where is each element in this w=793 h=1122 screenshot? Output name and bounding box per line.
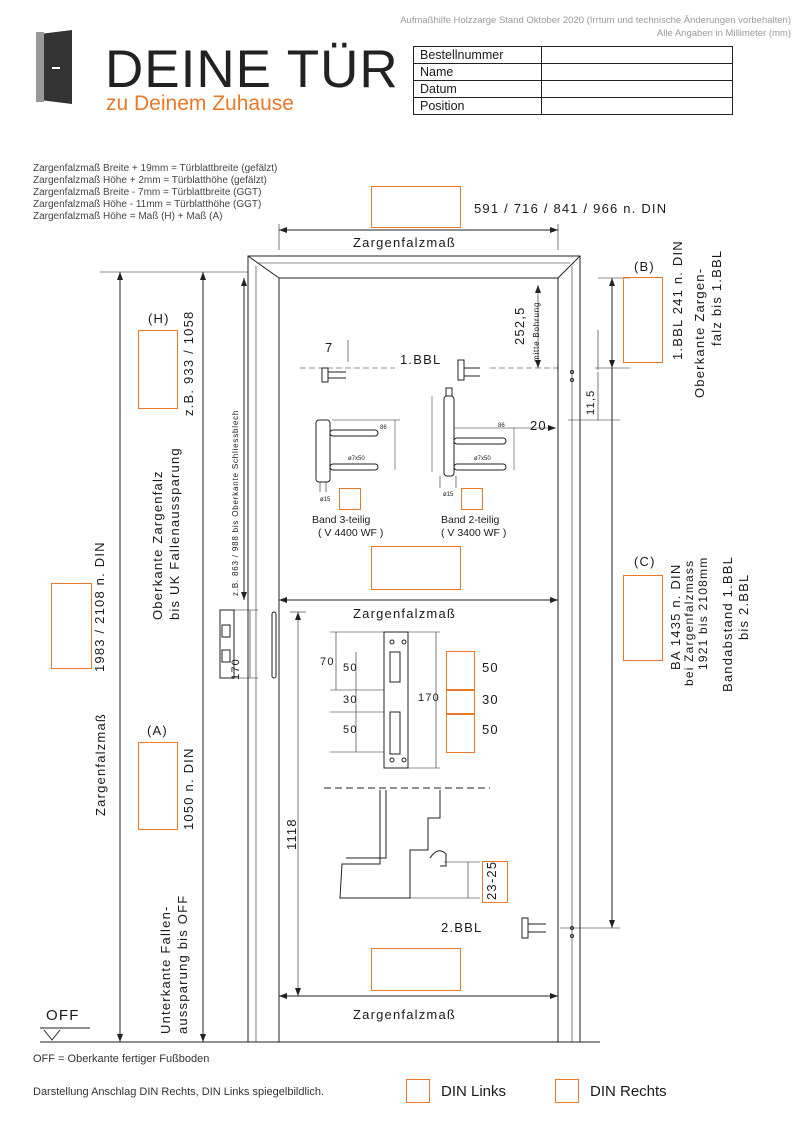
brand-name: DEINE TÜR [105,40,399,99]
oberkante-label-2: bis UK Fallenaussparung [167,447,182,620]
c-text-4: Bandabstand 1.BBL [720,555,735,692]
bottom-input-box[interactable] [371,948,461,991]
din-rechts-checkbox[interactable] [555,1079,579,1103]
c-text-1: BA 1435 n. DIN [668,563,683,670]
order-row: Position [413,97,733,115]
off-label: OFF [46,1007,80,1024]
zargenfalz-mid-label: Zargenfalzmaß [353,606,457,621]
h-input-box[interactable] [138,330,178,409]
band3-input-box[interactable] [339,488,361,510]
unterkante-label-2: aussparung bis OFF [175,894,190,1034]
mitte-bohrung-label: mitte Bohrung [532,301,541,362]
dim-170-left: 170 [230,658,242,680]
off-definition: OFF = Oberkante fertiger Fußboden [33,1053,210,1065]
dim-7: 7 [325,340,334,355]
dim-23-25-label: 23-25 [484,860,499,900]
zargenfalz-bottom-label: Zargenfalzmaß [353,1007,457,1022]
din-links-checkbox[interactable] [406,1079,430,1103]
unterkante-label-1: Unterkante Fallen- [158,905,173,1034]
height-input-box[interactable] [51,583,92,669]
hinge-dim: ø7x50 [348,456,365,462]
order-label: Position [413,97,542,115]
band2-model: ( V 3400 WF ) [441,527,507,539]
header-note: Aufmaßhilfe Holzzarge Stand Oktober 2020… [400,15,791,26]
order-form: Bestellnummer Name Datum Position [413,46,733,115]
lock-right-50b: 50 [482,722,499,737]
b-text-1: 1.BBL 241 n. DIN [670,240,685,360]
band3-model: ( V 4400 WF ) [318,527,384,539]
order-label: Datum [413,80,542,98]
position-field[interactable] [541,97,733,115]
b-input-box[interactable] [623,277,663,363]
a-label: (A) [147,723,168,738]
oberkante-label-1: Oberkante Zargenfalz [150,470,165,620]
lock-right-30: 30 [482,692,499,707]
lock-30-box[interactable] [446,689,475,715]
formula-line: Zargenfalzmaß Breite + 19mm = Türblattbr… [33,163,278,174]
lock-right-50: 50 [482,660,499,675]
hinge-dim: 86 [498,423,505,429]
lock-dim-50: 50 [343,662,358,674]
lock-50-bottom-box[interactable] [446,713,475,753]
band2-input-box[interactable] [461,488,483,510]
lock-dim-70: 70 [320,656,335,668]
order-label: Bestellnummer [413,46,542,64]
width-hint: 591 / 716 / 841 / 966 n. DIN [474,201,668,216]
c-text-5: bis 2.BBL [736,573,751,640]
hinge-dim: ø15 [443,492,454,498]
formula-line: Zargenfalzmaß Höhe = Maß (H) + Maß (A) [33,211,223,222]
din-links-label: DIN Links [441,1083,507,1100]
b-text-3: falz bis 1.BBL [709,249,724,346]
door-icon [36,30,72,104]
zargenfalz-top-label: Zargenfalzmaß [353,235,457,250]
lock-dim-50b: 50 [343,724,358,736]
rebate-input-box[interactable] [482,861,508,903]
c-input-box[interactable] [623,575,663,661]
hinge-dim: ø15 [320,497,331,503]
width-input-box[interactable] [371,186,461,228]
dim-1050-label: 1050 n. DIN [181,747,196,830]
zargenfalz-vertical-label: Zargenfalzmaß [93,712,108,816]
footer-note: Darstellung Anschlag DIN Rechts, DIN Lin… [33,1086,325,1098]
band2-label: Band 2-teilig [441,514,500,526]
zb-863-label: z.B. 863 / 988 bis Oberkante Schliessble… [231,409,240,596]
lock-50-top-box[interactable] [446,651,475,691]
b-label: (B) [634,259,655,274]
hinge-dim: 86 [380,425,387,431]
a-input-box[interactable] [138,742,178,830]
band3-label: Band 3-teilig [312,514,371,526]
brand-tagline: zu Deinem Zuhause [106,92,294,115]
formula-line: Zargenfalzmaß Höhe - 11mm = Türblatthöhe… [33,199,262,210]
c-label: (C) [634,554,656,569]
order-row: Bestellnummer [413,46,733,64]
center-input-box[interactable] [371,546,461,590]
bbl2-label: 2.BBL [441,920,483,935]
dim-1118-label: 1118 [284,818,299,850]
h-label: (H) [148,311,170,326]
dim-20: 20 [530,418,547,433]
dim-11-5-label: 11,5 [585,389,597,415]
formula-line: Zargenfalzmaß Breite - 7mm = Türblattbre… [33,187,262,198]
lock-dim-170: 170 [418,692,440,704]
height-din-label: 1983 / 2108 n. DIN [92,541,107,672]
din-rechts-label: DIN Rechts [590,1083,667,1100]
units-note: Alle Angaben in Millimeter (mm) [656,28,791,39]
c-text-3: 1921 bis 2108mm [696,556,710,670]
b-text-2: Oberkante Zargen- [692,267,707,398]
dim-252-label: 252,5 [512,306,527,345]
hinge-dim: ø7x50 [474,456,491,462]
bbl1-label: 1.BBL [400,352,442,367]
zb-933-label: z.B. 933 / 1058 [181,310,196,416]
c-text-2: bei Zargenfalzmass [682,559,696,686]
formula-line: Zargenfalzmaß Höhe + 2mm = Türblatthöhe … [33,175,267,186]
lock-dim-30: 30 [343,694,358,706]
